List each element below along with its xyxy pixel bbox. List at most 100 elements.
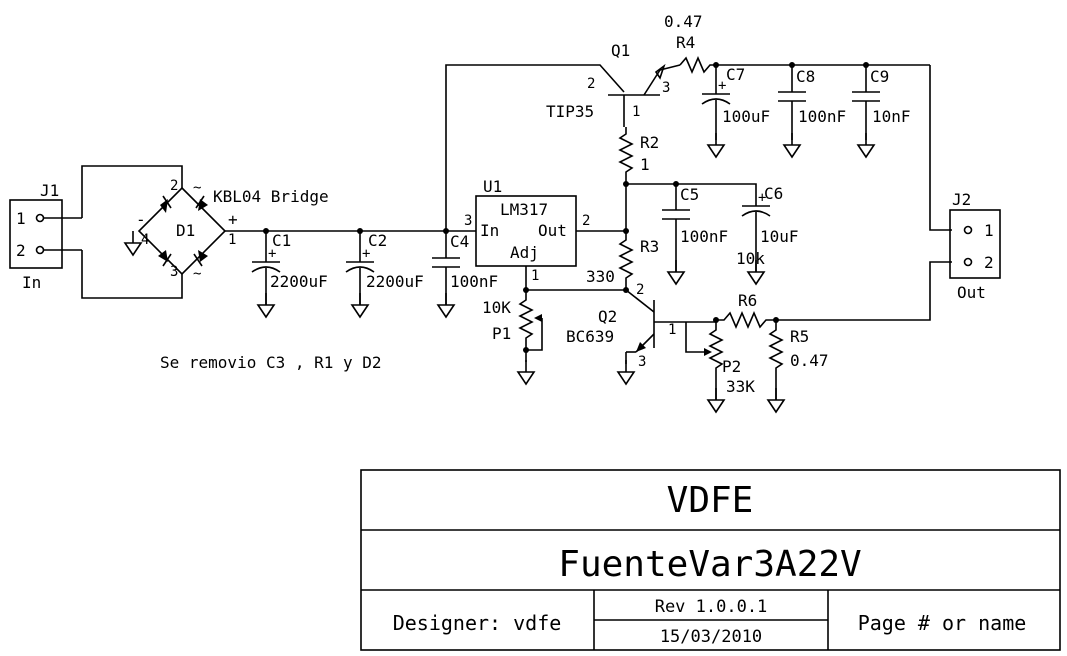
title-block-rev: Rev 1.0.0.1 <box>655 597 768 617</box>
capacitor-c5: C5 100nF <box>662 184 728 285</box>
d1-minus: - <box>136 210 146 229</box>
j1-label: In <box>22 273 41 292</box>
q2-pin1: 1 <box>668 322 676 338</box>
q1-pin2: 2 <box>587 76 595 92</box>
capacitor-c8: C8 100nF <box>778 65 846 158</box>
c2-plus: + <box>362 246 370 262</box>
r2-ref: R2 <box>640 133 659 152</box>
p1-value: 10K <box>482 298 511 317</box>
j1-pin2: 2 <box>16 241 26 260</box>
title-block-designer: Designer: vdfe <box>393 611 562 635</box>
r3-ref: R3 <box>640 237 659 256</box>
c8-ref: C8 <box>796 67 815 86</box>
c6-plus: + <box>758 190 766 206</box>
q1-pin3: 3 <box>662 80 670 96</box>
r2-value: 1 <box>640 155 650 174</box>
resistor-r4: 0.47 R4 <box>664 12 716 75</box>
u1-pin-in: 3 <box>464 213 472 229</box>
resistor-r6: 10k R6 <box>716 249 776 330</box>
d1-ref: D1 <box>176 221 195 240</box>
resistor-r3: R3 330 <box>586 231 659 290</box>
capacitor-c2: C2 + 2200uF <box>345 231 424 318</box>
r4-ref: R4 <box>676 33 695 52</box>
c9-ref: C9 <box>870 67 889 86</box>
d1-ac2: ~ <box>193 266 201 282</box>
r5-ref: R5 <box>790 327 809 346</box>
r4-value: 0.47 <box>664 12 703 31</box>
c4-ref: C4 <box>450 232 469 251</box>
q1-pin1: 1 <box>632 104 640 120</box>
resistor-r2: R2 1 <box>618 127 659 184</box>
r6-value: 10k <box>736 249 765 268</box>
d1-pin1: 1 <box>228 232 236 248</box>
title-block-title: FuenteVar3A22V <box>558 544 861 585</box>
u1-pin-out: 2 <box>582 213 590 229</box>
resistor-r5: R5 0.47 <box>767 320 829 413</box>
transistor-q2: Q2 BC639 2 1 3 <box>566 282 716 385</box>
d1-pin3: 3 <box>170 264 178 280</box>
c7-value: 100uF <box>722 107 770 126</box>
c8-value: 100nF <box>798 107 846 126</box>
j1-ref: J1 <box>40 181 59 200</box>
connector-j2: J2 1 2 Out <box>949 190 1001 302</box>
capacitor-c9: C9 10nF <box>852 65 911 158</box>
j2-pin1: 1 <box>984 221 994 240</box>
d1-value: KBL04 Bridge <box>213 187 329 206</box>
d1-pin2: 2 <box>170 178 178 194</box>
u1-value: LM317 <box>500 200 548 219</box>
potentiometer-p1: 10K P1 <box>482 290 543 385</box>
c5-value: 100nF <box>680 227 728 246</box>
c7-ref: C7 <box>726 65 745 84</box>
c6-ref: C6 <box>764 184 783 203</box>
j2-label: Out <box>957 283 986 302</box>
d1-ac1: ~ <box>193 180 201 196</box>
r3-value: 330 <box>586 267 615 286</box>
u1-ref: U1 <box>483 177 502 196</box>
q1-value: TIP35 <box>546 102 594 121</box>
capacitor-c7: C7 + 100uF <box>701 65 770 158</box>
q2-pin2: 2 <box>636 282 644 298</box>
c5-ref: C5 <box>680 185 699 204</box>
capacitor-c6: C6 + 10uF <box>741 184 799 285</box>
c7-plus: + <box>718 78 726 94</box>
r6-ref: R6 <box>738 291 757 310</box>
regulator-u1: U1 LM317 In Out Adj 3 2 1 <box>464 177 590 284</box>
c4-value: 100nF <box>450 272 498 291</box>
j2-ref: J2 <box>952 190 971 209</box>
c1-ref: C1 <box>272 231 291 250</box>
d1-pin4: 4 <box>141 232 149 248</box>
c2-value: 2200uF <box>366 272 424 291</box>
q2-value: BC639 <box>566 327 614 346</box>
c1-value: 2200uF <box>270 272 328 291</box>
d1-plus: + <box>228 210 238 229</box>
q1-ref: Q1 <box>611 41 630 60</box>
connector-j1: J1 1 2 In <box>9 181 82 292</box>
title-block-company: VDFE <box>667 480 754 521</box>
schematic-note: Se removio C3 , R1 y D2 <box>160 353 382 372</box>
q2-pin3: 3 <box>638 354 646 370</box>
p2-ref: P2 <box>722 357 741 376</box>
u1-adj-label: Adj <box>510 243 539 262</box>
capacitor-c4: C4 100nF <box>432 231 498 318</box>
j1-pin1: 1 <box>16 209 26 228</box>
c1-plus: + <box>268 246 276 262</box>
r5-value: 0.47 <box>790 351 829 370</box>
title-block-page: Page # or name <box>858 611 1027 635</box>
c9-value: 10nF <box>872 107 911 126</box>
u1-in-label: In <box>480 221 499 240</box>
potentiometer-p2: P2 33K <box>685 320 755 413</box>
q2-ref: Q2 <box>598 307 617 326</box>
p2-value: 33K <box>726 377 755 396</box>
u1-out-label: Out <box>538 221 567 240</box>
u1-pin-adj: 1 <box>531 268 539 284</box>
j2-pin2: 2 <box>984 253 994 272</box>
c2-ref: C2 <box>368 231 387 250</box>
transistor-q1: Q1 TIP35 2 1 3 <box>546 41 681 127</box>
bridge-rectifier-d1: D1 KBL04 Bridge 2 3 1 4 + - ~ ~ <box>136 178 329 282</box>
capacitor-c1: C1 + 2200uF <box>251 231 328 318</box>
title-block: VDFE FuenteVar3A22V Designer: vdfe Rev 1… <box>360 469 1061 651</box>
c6-value: 10uF <box>760 227 799 246</box>
p1-ref: P1 <box>492 324 511 343</box>
title-block-date: 15/03/2010 <box>660 627 762 647</box>
